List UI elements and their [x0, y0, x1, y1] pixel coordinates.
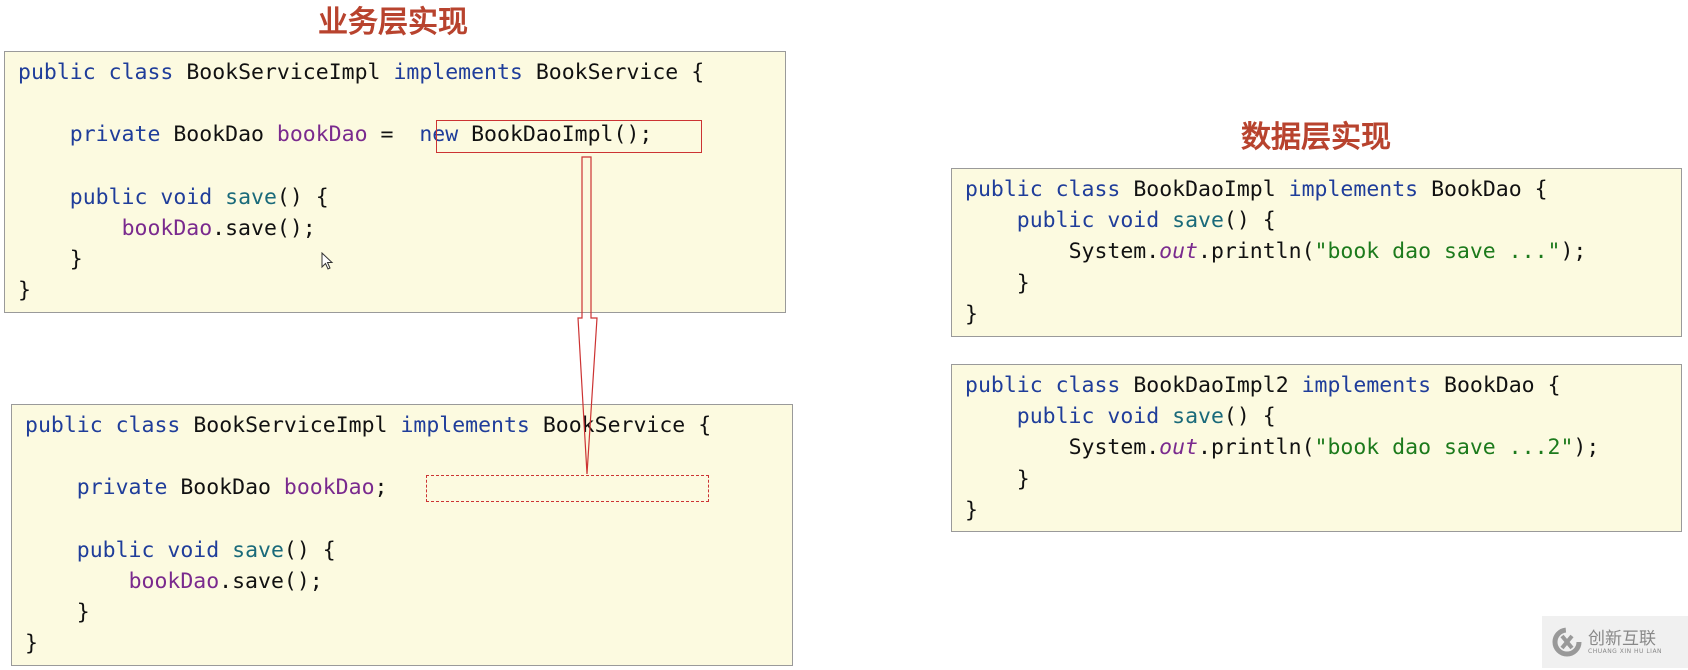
code-token: implements — [1301, 373, 1432, 398]
code-token: { — [698, 413, 712, 438]
code-token: void — [160, 184, 213, 210]
code-token: class — [115, 413, 181, 438]
code-token: save — [225, 184, 277, 210]
code-token: save — [1172, 404, 1224, 430]
code-token: BookDaoImpl(); — [471, 122, 653, 148]
code-token: BookDaoImpl2 — [1133, 373, 1289, 398]
code-token: class — [1055, 177, 1121, 202]
logo-mark-icon — [1552, 627, 1582, 657]
code-token: } — [18, 278, 31, 304]
code-token: System. — [1068, 239, 1160, 265]
code-token: BookService — [535, 60, 679, 85]
code-token: () { — [1223, 404, 1276, 430]
code-token: BookServiceImpl — [186, 60, 381, 85]
code-token: BookDao — [1444, 373, 1535, 398]
logo-subtitle: CHUANG XIN HU LIAN — [1588, 647, 1663, 655]
code-token: { — [1547, 373, 1561, 398]
code-token: void — [1107, 404, 1160, 430]
code-token: System. — [1068, 435, 1160, 461]
code-token: bookDao — [283, 475, 375, 501]
code-token: .save(); — [219, 569, 323, 595]
code-token: save — [232, 537, 284, 563]
code-token: class — [108, 60, 174, 85]
code-token: .println( — [1198, 435, 1315, 461]
code-token: bookDao — [276, 122, 368, 148]
code-block-service-decoupled: public class BookServiceImpl implements … — [11, 404, 793, 666]
code-token: "book dao save ...2" — [1314, 435, 1574, 461]
dao-layer-title: 数据层实现 — [1241, 120, 1391, 155]
code-token: = — [380, 122, 394, 148]
service-layer-title: 业务层实现 — [318, 5, 468, 40]
code-token: () { — [276, 184, 329, 210]
code-token: void — [167, 537, 220, 563]
code-token: } — [69, 247, 83, 273]
code-token: .println( — [1198, 239, 1315, 265]
code-block-dao-impl2: public class BookDaoImpl2 implements Boo… — [951, 364, 1682, 532]
mouse-cursor-icon — [321, 252, 334, 270]
code-token: BookDaoImpl — [1133, 177, 1276, 202]
removed-instance-placeholder — [426, 475, 709, 502]
code-token: } — [1016, 466, 1030, 492]
code-token: implements — [400, 413, 530, 438]
code-token: .save(); — [212, 216, 316, 242]
logo-name: 创新互联 — [1588, 628, 1656, 649]
code-token: { — [691, 60, 705, 85]
code-token: public — [1016, 208, 1095, 234]
code-token: } — [965, 497, 978, 523]
code-token: public — [18, 60, 96, 85]
code-token: { — [1534, 177, 1548, 202]
code-token: } — [1016, 270, 1030, 296]
code-token: public — [965, 373, 1043, 398]
code-token: } — [25, 631, 38, 657]
code-token: ); — [1573, 435, 1600, 461]
code-token: new — [419, 122, 459, 148]
code-token: public — [1016, 404, 1095, 430]
code-token: public — [965, 177, 1043, 202]
code-token: () { — [1223, 208, 1276, 234]
code-token: BookDao — [173, 122, 264, 148]
code-token: public — [25, 413, 103, 438]
highlight-new-instance — [436, 120, 702, 153]
code-token: BookDao — [180, 475, 271, 501]
watermark-logo: 创新互联 CHUANG XIN HU LIAN — [1542, 616, 1688, 668]
code-block-dao-impl: public class BookDaoImpl implements Book… — [951, 168, 1682, 337]
code-token: out — [1159, 239, 1199, 265]
code-token: class — [1055, 373, 1121, 398]
code-token: void — [1107, 208, 1160, 234]
code-token: } — [965, 301, 978, 327]
code-token: BookServiceImpl — [193, 413, 388, 438]
code-token: public — [76, 537, 155, 563]
code-token: BookDao — [1431, 177, 1522, 202]
code-token: } — [76, 600, 90, 626]
code-token: ; — [374, 475, 388, 501]
code-token: ); — [1560, 239, 1587, 265]
code-token: bookDao — [128, 569, 220, 595]
code-token: implements — [1288, 177, 1419, 202]
code-token: "book dao save ..." — [1314, 239, 1561, 265]
code-token: private — [69, 122, 161, 148]
code-token: BookService — [542, 413, 686, 438]
code-token: private — [76, 475, 168, 501]
code-token: public — [69, 184, 148, 210]
code-token: () { — [283, 537, 336, 563]
code-token: save — [1172, 208, 1224, 234]
code-token: bookDao — [121, 216, 213, 242]
code-token: implements — [393, 60, 523, 85]
code-token: out — [1159, 435, 1199, 461]
code-block-service-original: public class BookServiceImpl implements … — [4, 51, 786, 313]
